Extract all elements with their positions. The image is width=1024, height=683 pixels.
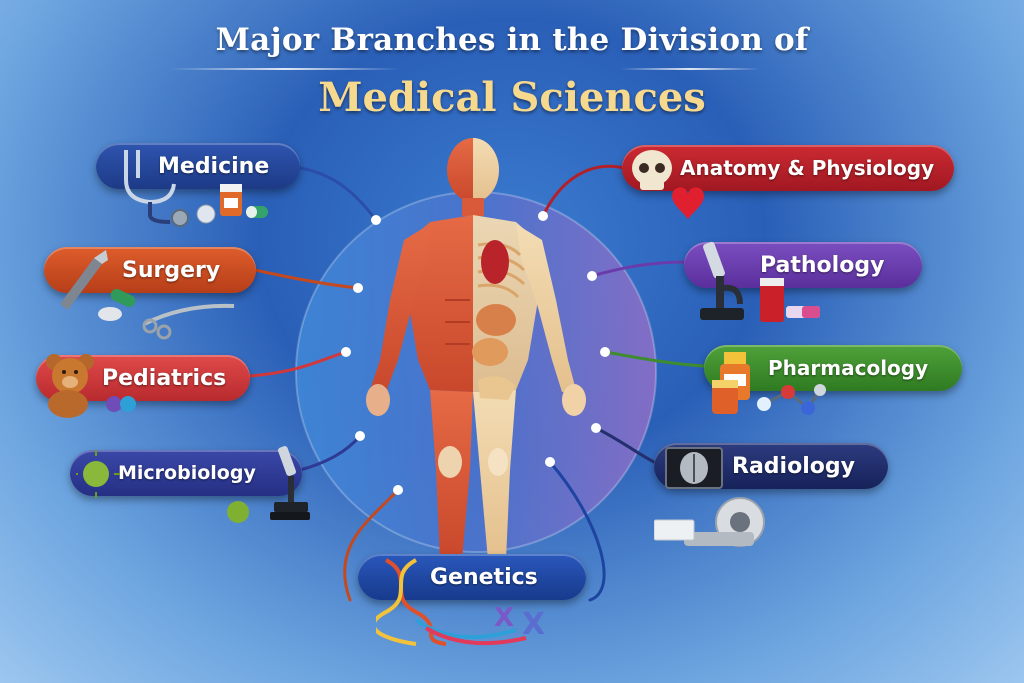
skull-icon [632,150,704,220]
branch-anatomy-physiology[interactable]: Anatomy & Physiology [622,145,954,191]
branch-pharmacology-label: Pharmacology [768,356,929,380]
xray-icon [654,447,765,547]
title-line1: Major Branches in the Division of [215,22,809,58]
title-block: Major Branches in the Division of [0,22,1024,58]
branch-pathology-label: Pathology [760,252,885,278]
teddy-bear-icon [46,354,136,418]
branch-pediatrics-label: Pediatrics [102,365,227,391]
scalpel-icon [60,250,235,340]
ct-scanner-icon [684,497,765,547]
heart-icon [672,187,704,220]
branch-genetics[interactable]: Genetics [358,554,586,600]
title-underline-left [170,68,400,70]
branch-surgery-label: Surgery [122,257,221,283]
molecule-icon [757,384,826,415]
stethoscope-icon [124,150,268,227]
branch-medicine-label: Medicine [158,153,270,179]
human-body-figure [366,138,586,560]
branch-microbiology-label: Microbiology [118,462,256,484]
branch-microbiology[interactable]: Microbiology [70,450,302,496]
title-underline-right [620,68,760,70]
connector-lines [248,164,706,602]
title-line2: Medical Sciences [318,74,706,121]
branch-genetics-label: Genetics [430,564,538,590]
microscope-small-icon [270,446,310,520]
svg-text:X: X [522,607,545,642]
dna-icon: X X [376,558,545,646]
microscope-icon [700,241,820,322]
svg-text:X: X [494,603,514,633]
microbe-icon [76,446,310,523]
branch-radiology-label: Radiology [732,453,855,479]
pill-bottle-icon [712,352,826,415]
branch-medicine[interactable]: Medicine [96,143,300,189]
connector-dots [341,211,610,495]
branch-surgery[interactable]: Surgery [44,247,256,293]
branch-anatomy-physiology-label: Anatomy & Physiology [680,156,935,180]
